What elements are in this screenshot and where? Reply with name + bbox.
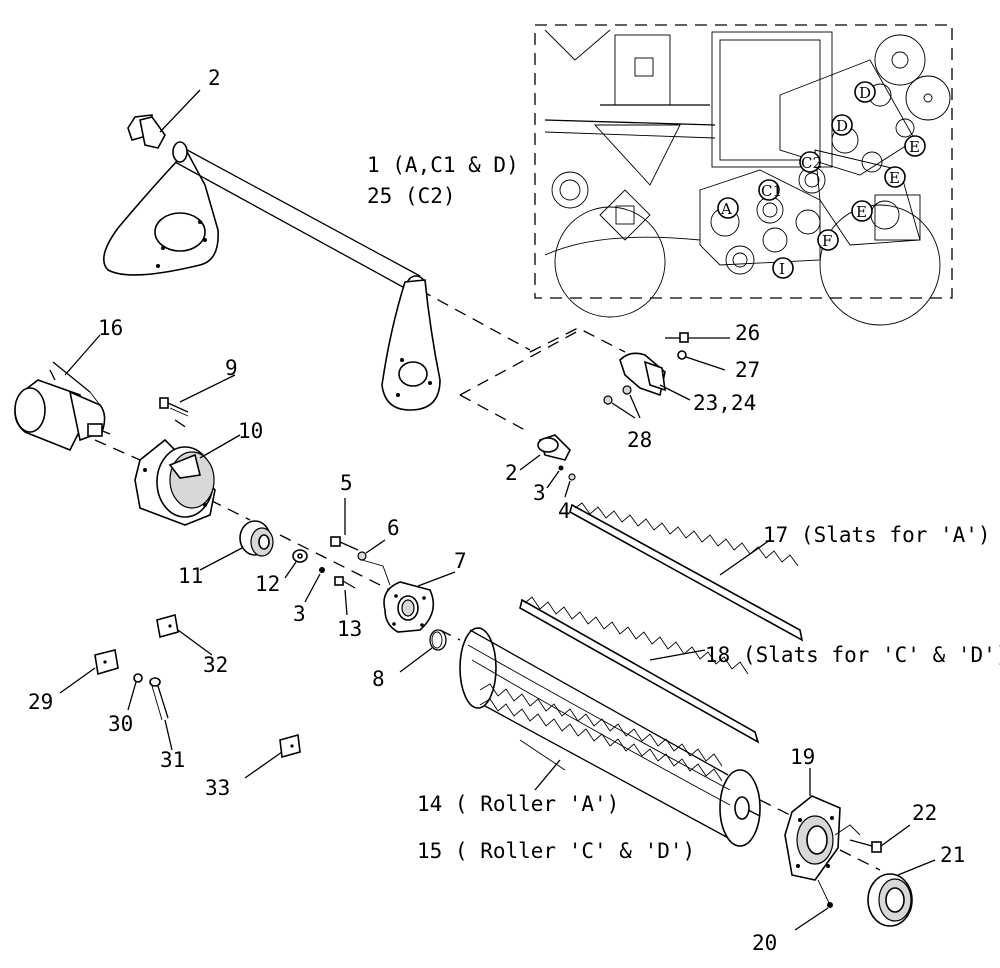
callout-30: 30 bbox=[108, 712, 133, 736]
callout-1: 1 (A,C1 & D) bbox=[367, 153, 519, 177]
callout-labels: 2 1 (A,C1 & D) 25 (C2) 16 9 10 26 27 23,… bbox=[28, 66, 1000, 955]
callout-29: 29 bbox=[28, 690, 53, 714]
part-17-slat bbox=[569, 502, 804, 642]
callout-26: 26 bbox=[735, 321, 760, 345]
callout-20: 20 bbox=[752, 931, 777, 955]
part-28-nuts bbox=[603, 385, 641, 419]
part-3-right-pin bbox=[546, 465, 564, 489]
part-7-flange-plate bbox=[383, 571, 456, 633]
part-32-block bbox=[156, 613, 213, 656]
callout-14: 14 ( Roller 'A') bbox=[417, 792, 619, 816]
inset-label-e-lower: E bbox=[856, 203, 867, 221]
callout-11: 11 bbox=[178, 564, 203, 588]
callout-9: 9 bbox=[225, 356, 238, 380]
callout-16: 16 bbox=[98, 316, 123, 340]
part-11-sprocket bbox=[199, 520, 274, 571]
callout-27: 27 bbox=[735, 358, 760, 382]
callout-28: 28 bbox=[627, 428, 652, 452]
callout-8: 8 bbox=[372, 667, 385, 691]
callout-12: 12 bbox=[255, 572, 280, 596]
part-4-nut bbox=[564, 473, 576, 498]
callout-4: 4 bbox=[558, 499, 571, 523]
inset-label-e-upper: E bbox=[909, 138, 920, 156]
part-12-washer bbox=[284, 549, 308, 579]
callout-15: 15 ( Roller 'C' & 'D') bbox=[417, 839, 695, 863]
callout-6: 6 bbox=[387, 516, 400, 540]
inset-label-i: I bbox=[779, 260, 785, 278]
part-27-washer bbox=[677, 350, 726, 371]
inset-label-d-lower: D bbox=[836, 117, 848, 135]
callout-31: 31 bbox=[160, 748, 185, 772]
part-31-bolt bbox=[149, 677, 173, 751]
part-2-upper-bearing bbox=[127, 89, 201, 149]
part-3-lower-pin bbox=[304, 567, 325, 603]
inset-label-e-middle: E bbox=[889, 169, 900, 187]
part-5-bolt bbox=[330, 498, 359, 551]
part-18-slat bbox=[519, 596, 760, 744]
callout-3-lower: 3 bbox=[293, 602, 306, 626]
part-6-nut bbox=[357, 539, 391, 586]
part-20-grease-fitting bbox=[794, 879, 833, 931]
part-30-washer bbox=[127, 673, 143, 711]
inset-label-d-upper: D bbox=[859, 84, 871, 102]
part-13-bolt bbox=[334, 576, 356, 616]
callout-17: 17 (Slats for 'A') bbox=[763, 523, 991, 547]
callout-23-24: 23,24 bbox=[693, 391, 756, 415]
callout-3-right: 3 bbox=[533, 481, 546, 505]
callout-13: 13 bbox=[337, 617, 362, 641]
inset-label-f: F bbox=[822, 232, 832, 250]
callout-2-right: 2 bbox=[505, 461, 518, 485]
callout-33: 33 bbox=[205, 776, 230, 800]
callout-22: 22 bbox=[912, 801, 937, 825]
callout-2-upper: 2 bbox=[208, 66, 221, 90]
callout-10: 10 bbox=[238, 419, 263, 443]
part-10-bearing-housing bbox=[134, 434, 241, 526]
part-1-arm-shaft bbox=[102, 141, 441, 411]
callout-18: 18 (Slats for 'C' & 'D') bbox=[705, 643, 1000, 667]
callout-25: 25 (C2) bbox=[367, 184, 456, 208]
assembly-centerlines bbox=[94, 289, 881, 871]
part-8-snap-ring bbox=[399, 629, 447, 673]
inset-location-view: A C1 C2 D D E E E F I bbox=[534, 24, 953, 326]
part-9-bolt bbox=[159, 374, 236, 417]
part-29-block bbox=[59, 649, 119, 694]
callout-5: 5 bbox=[340, 471, 353, 495]
part-26-bolt bbox=[665, 332, 730, 343]
part-19-bearing-housing bbox=[784, 768, 841, 881]
callout-19: 19 bbox=[790, 745, 815, 769]
inset-label-c2: C2 bbox=[801, 154, 822, 172]
callout-32: 32 bbox=[203, 653, 228, 677]
part-16-hydraulic-motor bbox=[14, 334, 111, 452]
callout-21: 21 bbox=[940, 843, 965, 867]
part-14-15-roller bbox=[459, 627, 761, 847]
callout-7: 7 bbox=[454, 549, 467, 573]
part-21-bearing bbox=[867, 859, 936, 927]
inset-label-a: A bbox=[720, 200, 732, 218]
part-23-24-bracket bbox=[619, 352, 691, 401]
part-22-bolt bbox=[834, 824, 911, 853]
inset-label-c1: C1 bbox=[761, 182, 782, 200]
part-2-right-bearing bbox=[519, 434, 571, 471]
part-33-block bbox=[244, 733, 301, 779]
